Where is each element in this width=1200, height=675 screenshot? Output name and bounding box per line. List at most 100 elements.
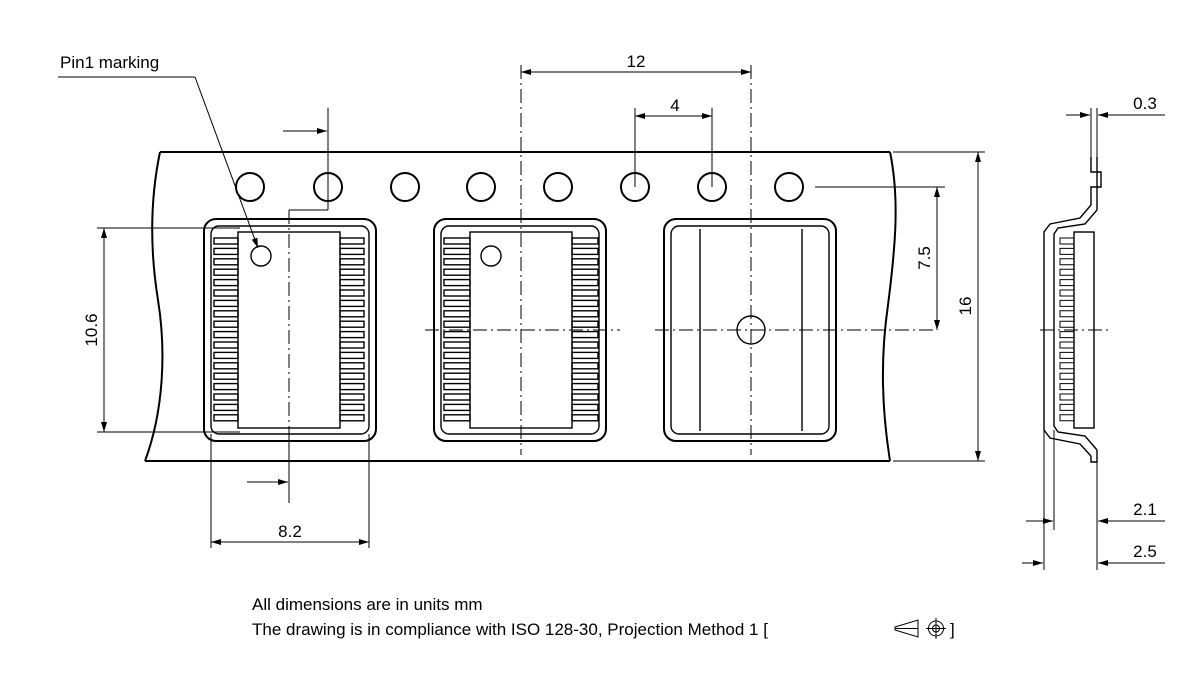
- component-lead: [339, 382, 365, 391]
- dim-center-offset-label: 7.5: [915, 246, 934, 270]
- component-lead: [339, 258, 365, 266]
- component-lead: [213, 278, 239, 287]
- component-lead: [571, 382, 599, 391]
- component-lead: [339, 268, 365, 276]
- side-lead: [1059, 414, 1074, 422]
- component-lead: [213, 320, 239, 328]
- dim-depth-outer: 2.5: [1022, 430, 1165, 570]
- pocket-1: [203, 210, 377, 460]
- component-lead: [443, 268, 471, 276]
- dim-pocket-width: 8.2: [210, 434, 370, 548]
- side-lead: [1059, 362, 1074, 370]
- component-lead: [339, 362, 365, 370]
- section-markers: [247, 108, 329, 503]
- dim-hole-pitch: 4: [634, 96, 713, 187]
- pin1-callout: Pin1 marking: [58, 53, 259, 249]
- component-lead: [571, 372, 599, 380]
- side-lead: [1059, 237, 1074, 245]
- component-lead: [571, 393, 599, 401]
- side-lead: [1059, 279, 1074, 287]
- component-lead: [213, 247, 239, 256]
- component-lead: [571, 362, 599, 370]
- side-lead: [1059, 331, 1074, 339]
- component-lead: [443, 362, 471, 370]
- dim-tape-width: 16: [893, 151, 985, 462]
- component-lead: [571, 278, 599, 287]
- component-lead: [213, 393, 239, 401]
- component-lead: [339, 320, 365, 328]
- component-lead: [213, 258, 239, 266]
- pin1-dot: [250, 245, 272, 267]
- component-lead: [571, 330, 599, 339]
- side-lead: [1059, 393, 1074, 401]
- dim-tape-width-label: 16: [956, 297, 975, 316]
- component-lead: [443, 341, 471, 349]
- component-lead: [571, 351, 599, 360]
- pocket-2: [425, 218, 620, 442]
- dim-thickness-label: 0.3: [1133, 94, 1157, 113]
- component-lead: [571, 289, 599, 297]
- component-lead: [571, 299, 599, 308]
- side-lead: [1059, 289, 1074, 297]
- side-lead: [1059, 310, 1074, 318]
- component-lead: [443, 278, 471, 287]
- dim-thickness: 0.3: [1066, 94, 1165, 157]
- dim-pocket-length-label: 10.6: [82, 313, 101, 346]
- component-lead: [339, 278, 365, 287]
- component-lead: [443, 289, 471, 297]
- pin1-dot: [480, 245, 502, 267]
- side-lead: [1059, 299, 1074, 307]
- component-lead: [571, 414, 599, 422]
- component-lead: [339, 330, 365, 339]
- component-lead: [443, 310, 471, 318]
- component-lead: [339, 393, 365, 401]
- component-lead: [213, 362, 239, 370]
- component-lead: [339, 299, 365, 308]
- dim-pitch: 12: [521, 52, 751, 75]
- side-lead: [1059, 341, 1074, 349]
- notes: All dimensions are in units mm The drawi…: [252, 595, 955, 639]
- component-lead: [213, 403, 239, 412]
- component-lead: [213, 382, 239, 391]
- pocket-3-empty: [655, 218, 935, 442]
- component-lead: [339, 310, 365, 318]
- component-lead: [571, 268, 599, 276]
- component-lead: [443, 393, 471, 401]
- side-lead: [1059, 403, 1074, 411]
- component-lead: [213, 237, 239, 245]
- note-iso-end: ]: [950, 620, 955, 639]
- dim-depth-inner-label: 2.1: [1133, 500, 1157, 519]
- component-lead: [213, 372, 239, 380]
- component-lead: [339, 414, 365, 422]
- component-lead: [213, 289, 239, 297]
- component-lead: [213, 414, 239, 422]
- component-lead: [571, 310, 599, 318]
- component-lead: [443, 247, 471, 256]
- dim-pitch-label: 12: [627, 52, 646, 71]
- dim-depth-outer-label: 2.5: [1133, 542, 1157, 561]
- side-lead: [1059, 258, 1074, 266]
- component-lead: [571, 320, 599, 328]
- component-lead: [571, 247, 599, 256]
- component-lead: [443, 258, 471, 266]
- side-lead: [1059, 247, 1074, 255]
- component-lead: [339, 289, 365, 297]
- component-lead: [571, 258, 599, 266]
- component-lead: [213, 330, 239, 339]
- side-lead: [1059, 372, 1074, 380]
- side-lead: [1059, 351, 1074, 359]
- carrier-tape: [144, 151, 897, 462]
- component-lead: [339, 351, 365, 360]
- component-lead: [443, 372, 471, 380]
- component-lead: [339, 237, 365, 245]
- note-iso: The drawing is in compliance with ISO 12…: [252, 620, 768, 639]
- component-lead: [339, 403, 365, 412]
- component-lead: [443, 320, 471, 328]
- component-lead: [213, 268, 239, 276]
- component-lead: [443, 403, 471, 412]
- component-lead: [443, 382, 471, 391]
- dim-pocket-width-label: 8.2: [278, 522, 302, 541]
- component-lead: [213, 299, 239, 308]
- component-lead: [443, 330, 471, 339]
